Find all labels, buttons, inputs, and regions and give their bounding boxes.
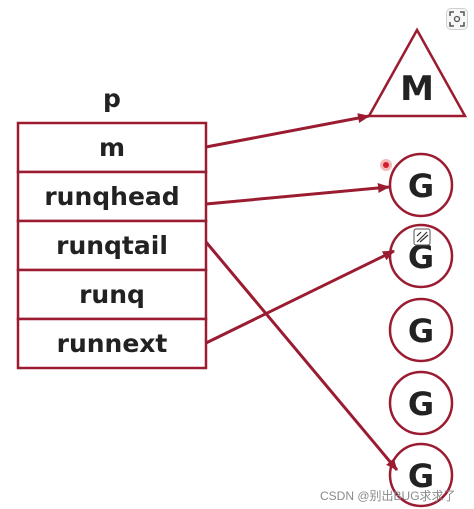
struct-field-runnext-cell xyxy=(16,317,208,370)
struct-field-runq-cell xyxy=(16,268,208,321)
goroutine-label-3: G xyxy=(408,312,434,350)
goroutine-label-5: G xyxy=(408,457,434,495)
machine-label: M xyxy=(400,69,434,109)
goroutine-circle-3 xyxy=(388,297,454,363)
struct-field-runqtail: runqtail xyxy=(56,231,168,260)
arrow-runnext-to-goroutine-2 xyxy=(205,249,395,345)
arrow-runqhead-to-goroutine-1 xyxy=(205,183,390,206)
arrow-runqtail-to-goroutine-5 xyxy=(204,241,399,471)
struct-field-m: m xyxy=(99,133,125,162)
cursor-dot-icon xyxy=(380,159,392,171)
struct-title: p xyxy=(103,84,121,113)
goroutine-circle-1 xyxy=(388,152,454,218)
struct-field-runqhead-cell xyxy=(16,170,208,223)
struct-field-m-cell xyxy=(16,121,208,174)
watermark: CSDN @别出BUG求求了 xyxy=(320,489,456,503)
badge-icon xyxy=(413,228,431,246)
arrow-m-to-machine xyxy=(205,113,370,149)
goroutine-label-1: G xyxy=(408,167,434,205)
goroutine-label-4: G xyxy=(408,385,434,423)
struct-box: m runqhead runqtail runq runnext xyxy=(16,121,208,370)
goroutine-circle-5 xyxy=(388,442,454,508)
machine-triangle xyxy=(366,27,468,118)
goroutine-circle-4 xyxy=(388,370,454,436)
struct-field-runqhead: runqhead xyxy=(44,182,179,211)
struct-field-runq: runq xyxy=(79,280,145,309)
scan-icon[interactable] xyxy=(446,8,468,30)
struct-field-runnext: runnext xyxy=(57,329,168,358)
